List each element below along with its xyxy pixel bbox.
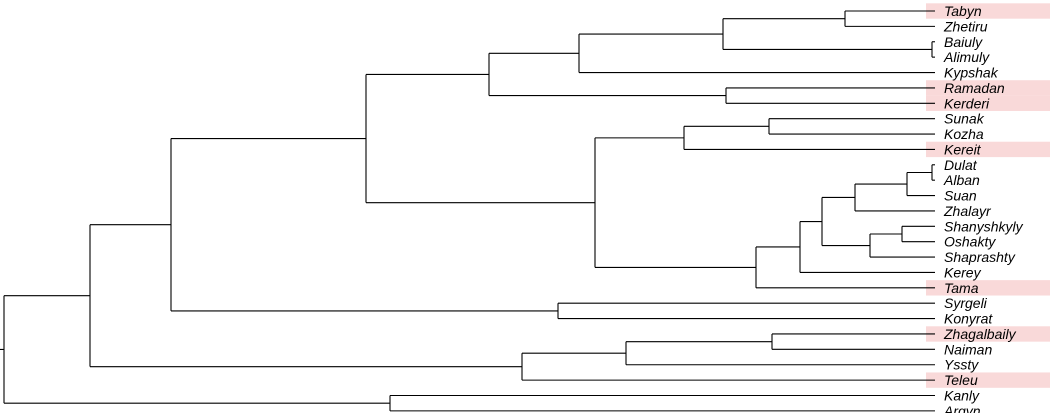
tip-label: Zhetiru bbox=[943, 18, 988, 34]
tip-label: Kereit bbox=[944, 141, 982, 157]
tip-label: Oshakty bbox=[944, 234, 996, 250]
tip-label: Syrgeli bbox=[944, 295, 988, 311]
tip-label: Zhalayr bbox=[943, 203, 992, 219]
tip-highlight bbox=[926, 3, 1050, 19]
tip-highlight bbox=[926, 141, 1050, 158]
tip-highlight bbox=[926, 280, 1050, 296]
label-layer: TabynZhetiruBaiulyAlimulyKypshakRamadanK… bbox=[943, 3, 1024, 413]
tip-label: Kerderi bbox=[944, 95, 990, 111]
tip-label: Dulat bbox=[944, 157, 978, 173]
branch-layer bbox=[0, 10, 935, 412]
tip-label: Kozha bbox=[944, 126, 984, 142]
tip-label: Naiman bbox=[944, 341, 992, 357]
tip-label: Sunak bbox=[944, 111, 985, 127]
highlight-layer bbox=[926, 3, 1050, 388]
tip-label: Baiuly bbox=[944, 34, 983, 50]
tip-label: Shanyshkyly bbox=[944, 218, 1024, 234]
tip-label: Kerey bbox=[944, 264, 982, 280]
tip-label: Tama bbox=[944, 280, 979, 296]
tip-label: Alban bbox=[943, 172, 980, 188]
tip-highlight bbox=[926, 80, 1050, 96]
tip-highlight bbox=[926, 372, 1050, 388]
tip-label: Kanly bbox=[944, 388, 980, 404]
tip-label: Suan bbox=[944, 188, 977, 204]
tip-label: Tabyn bbox=[944, 3, 982, 19]
tip-label: Zhagalbaily bbox=[943, 326, 1017, 342]
tip-label: Kypshak bbox=[944, 65, 999, 81]
tip-label: Konyrat bbox=[944, 311, 993, 327]
tip-highlight bbox=[926, 326, 1050, 342]
tip-label: Argyn bbox=[943, 403, 981, 413]
tip-label: Teleu bbox=[944, 372, 978, 388]
tip-label: Yssty bbox=[944, 357, 979, 373]
tip-highlight bbox=[926, 95, 1050, 111]
tip-label: Ramadan bbox=[944, 80, 1005, 96]
tip-label: Alimuly bbox=[943, 49, 990, 65]
tip-label: Shaprashty bbox=[944, 249, 1016, 265]
